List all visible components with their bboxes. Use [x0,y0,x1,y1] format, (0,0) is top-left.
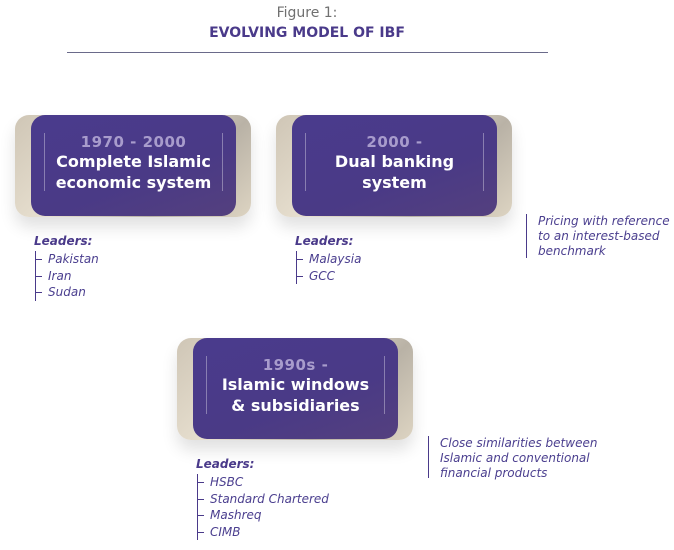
note-1990s: Close similarities between Islamic and c… [428,436,598,480]
note-line: financial products [440,466,548,480]
leaders-group-1970: Leaders: Pakistan Iran Sudan [34,234,99,301]
stage-period: 1970 - 2000 [80,133,187,151]
stage-period: 2000 - [366,133,423,151]
stage-title-line: & subsidiaries [231,396,360,415]
leader-item: Sudan [36,284,99,301]
note-line: Pricing with reference [538,214,670,228]
leader-item: HSBC [198,474,329,491]
title-divider [67,52,548,53]
stage-card-1990s: 1990s - Islamic windows & subsidiaries [177,338,413,440]
figure-title: EVOLVING MODEL OF IBF [209,25,405,41]
note-line: to an interest-based [538,229,660,243]
leaders-group-1990s: Leaders: HSBC Standard Chartered Mashreq… [196,457,329,541]
leader-item: GCC [296,268,361,285]
stage-title-line: Islamic windows [221,375,370,394]
leader-item: Iran [36,268,99,285]
stage-title-line: system [362,173,427,192]
leaders-group-2000: Leaders: Malaysia GCC [295,234,362,285]
stage-period: 1990s - [262,356,329,374]
leader-item: Mashreq [198,507,329,524]
stage-card-1970: 1970 - 2000 Complete Islamic economic sy… [15,115,251,217]
leader-item: Pakistan [36,252,99,266]
stage-title-line: Complete Islamic [56,152,211,171]
note-line: Close similarities between [440,436,598,450]
stage-title-line: economic system [55,173,212,192]
note-2000: Pricing with reference to an interest-ba… [526,214,670,258]
leader-item: Malaysia [296,252,362,266]
leader-item: CIMB [198,524,329,541]
leaders-label: Leaders: [295,234,354,248]
note-line: benchmark [538,244,606,258]
leaders-label: Leaders: [34,234,93,248]
stage-card-2000: 2000 - Dual banking system [276,115,512,217]
leaders-label: Leaders: [196,457,255,471]
note-line: Islamic and conventional [440,451,590,465]
figure-label: Figure 1: [276,5,338,21]
stage-title-line: Dual banking [334,152,455,171]
leader-item: Standard Chartered [198,491,329,506]
